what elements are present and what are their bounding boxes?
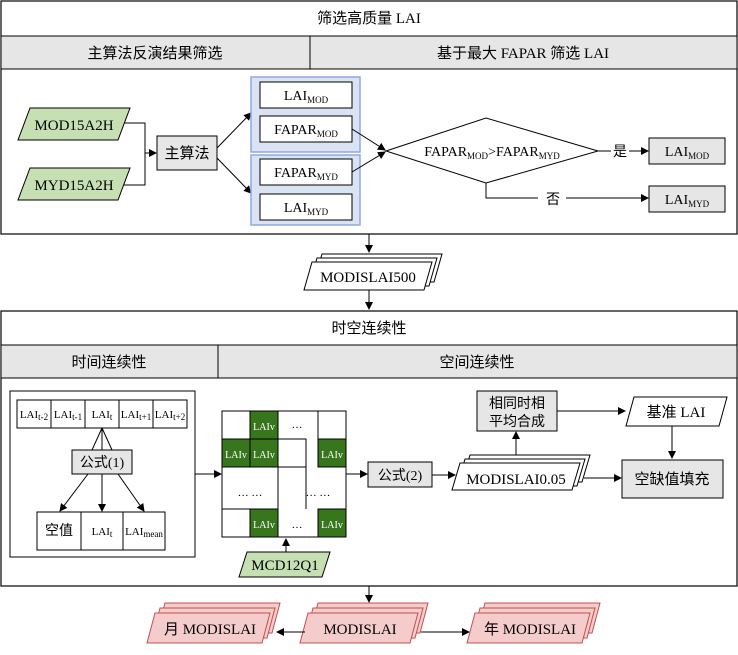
svg-text:MODISLAI500: MODISLAI500: [320, 270, 416, 286]
mcd12q1-input: MCD12Q1: [238, 551, 331, 578]
svg-text:LAIv: LAIv: [225, 450, 247, 461]
yearly-modislai: 年 MODISLAI: [466, 602, 601, 644]
formula1-label: 公式(1): [80, 455, 125, 471]
grid-cell-laiv: [249, 508, 279, 538]
output-empty: 空值: [45, 523, 73, 539]
grid-cell-laiv: [317, 438, 347, 468]
grid-cell-laiv: [317, 508, 347, 538]
monthly-modislai: 月 MODISLAI: [146, 602, 281, 644]
svg-text:平均合成: 平均合成: [489, 414, 545, 430]
time-continuity-header: 时间连续性: [71, 354, 146, 371]
formula1-box: [71, 449, 133, 475]
left-header-filter: 主算法反演结果筛选: [87, 44, 222, 62]
svg-text:…: …: [292, 419, 303, 431]
output-lai-t: LAIt: [92, 526, 113, 539]
section-filter-title: 筛选高质量 LAI: [317, 10, 421, 27]
svg-text:空缺值填充: 空缺值填充: [634, 471, 709, 488]
svg-text:MYD15A2H: MYD15A2H: [34, 178, 113, 194]
decision-text: FAPARMOD>FAPARMYD: [424, 145, 560, 161]
time-cell-t: LAIt: [92, 409, 113, 422]
grid-cell-laiv: [221, 438, 251, 468]
time-cell-t-1: LAIt-1: [54, 409, 82, 422]
fapar-mod-label: FAPARMOD: [274, 123, 338, 139]
svg-text:LAIv: LAIv: [321, 520, 343, 531]
svg-text:MCD12Q1: MCD12Q1: [251, 558, 319, 574]
no-label: 否: [546, 193, 560, 208]
svg-text:LAIv: LAIv: [253, 520, 275, 531]
input-myd15a2h: MYD15A2H: [17, 167, 131, 201]
output-lai-mean: LAImean: [125, 526, 163, 539]
svg-text:主算法: 主算法: [164, 144, 209, 162]
mod-group: LAIMOD FAPARMOD: [250, 76, 361, 153]
grid-cell-laiv: [249, 410, 279, 440]
modislai500-product: MODISLAI500: [303, 253, 443, 291]
svg-text:LAIv: LAIv: [253, 422, 275, 433]
temporal-block: LAIt-2 LAIt-1 LAIt LAIt+1 LAIt+2 公式(1) 空…: [9, 390, 196, 558]
svg-text:年 MODISLAI: 年 MODISLAI: [484, 621, 576, 638]
svg-text:LAIMOD: LAIMOD: [665, 145, 710, 161]
lai-mod-label: LAIMOD: [284, 89, 329, 105]
lai-mod-output: LAIMOD: [648, 137, 726, 165]
svg-text:LAIMYD: LAIMYD: [665, 193, 710, 209]
svg-text:基准 LAI: 基准 LAI: [647, 404, 706, 421]
svg-text:… …: … …: [306, 487, 331, 499]
myd-group: FAPARMYD LAIMYD: [250, 154, 361, 226]
space-continuity-header: 空间连续性: [439, 354, 514, 371]
gap-fill-box: 空缺值填充: [621, 459, 724, 499]
formula2-box: 公式(2): [367, 461, 433, 488]
input-mod15a2h: MOD15A2H: [17, 107, 131, 141]
main-algorithm-box: 主算法: [156, 135, 218, 171]
modislai-product: MODISLAI: [299, 602, 429, 644]
svg-text:LAIv: LAIv: [321, 450, 343, 461]
section-continuity-title: 时空连续性: [331, 320, 406, 337]
svg-text:LAIv: LAIv: [253, 450, 275, 461]
lai-myd-label: LAIMYD: [284, 201, 329, 217]
spatial-grid: LAIv … LAIv LAIv LAIv … … … … LAIv … LAI…: [221, 410, 347, 538]
lai-myd-output: LAIMYD: [648, 185, 726, 213]
right-header-filter: 基于最大 FAPAR 筛选 LAI: [437, 45, 609, 62]
svg-text:MODISLAI: MODISLAI: [323, 622, 396, 638]
yes-label: 是: [613, 145, 627, 160]
time-cell-t-2: LAIt-2: [20, 409, 48, 422]
fapar-myd-label: FAPARMYD: [274, 166, 338, 182]
svg-text:… …: … …: [238, 487, 263, 499]
base-lai: 基准 LAI: [625, 396, 728, 427]
modislai005-product: MODISLAI0.05: [451, 454, 591, 491]
svg-text:MOD15A2H: MOD15A2H: [34, 118, 113, 134]
svg-text:相同时相: 相同时相: [489, 396, 545, 412]
svg-text:MODISLAI0.05: MODISLAI0.05: [466, 472, 566, 488]
temporal-average-box: 相同时相 平均合成: [476, 390, 558, 432]
svg-text:公式(2): 公式(2): [378, 468, 423, 484]
svg-text:月 MODISLAI: 月 MODISLAI: [164, 622, 256, 638]
time-cell-t+2: LAIt+2: [155, 409, 185, 422]
time-cell-t+1: LAIt+1: [121, 409, 151, 422]
svg-text:…: …: [292, 519, 303, 531]
